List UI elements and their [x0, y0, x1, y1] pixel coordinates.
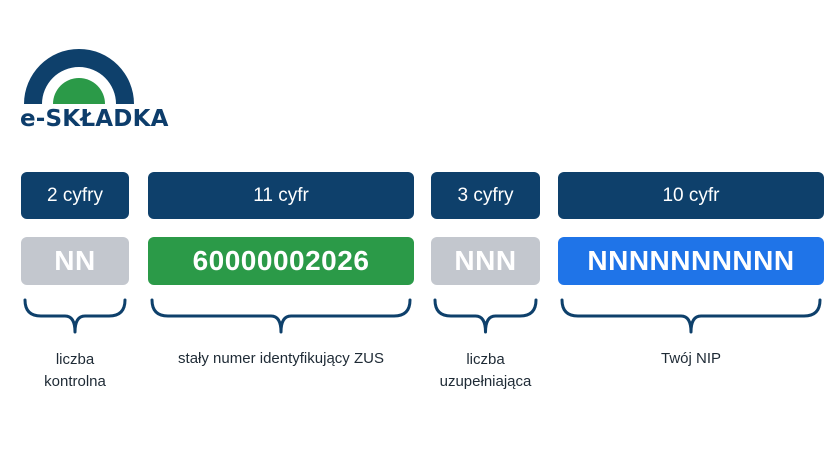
segment-3-description: liczba uzupełniająca — [439, 351, 532, 390]
segment-2-header: 11 cyfr — [148, 172, 414, 219]
segment-1-brace-icon — [23, 298, 127, 334]
segment-3-value: NNN — [431, 237, 540, 285]
logo-arch-icon — [24, 49, 134, 104]
segment-4-header: 10 cyfr — [558, 172, 824, 219]
segment-4-description: Twój NIP — [660, 350, 721, 367]
segment-3-header: 3 cyfry — [431, 172, 540, 219]
segment-1-header: 2 cyfry — [21, 172, 129, 219]
e-skladka-logo: e-SKŁADKA — [20, 42, 168, 138]
logo-wordmark: e-SKŁADKA — [20, 106, 169, 132]
segment-3-brace-icon — [433, 298, 538, 334]
segment-4-brace-icon — [560, 298, 822, 334]
segment-1-description: liczba kontrolna — [44, 351, 106, 390]
segment-2-brace-icon — [150, 298, 412, 334]
segment-1-value: NN — [21, 237, 129, 285]
segment-2-description: stały numer identyfikujący ZUS — [178, 350, 384, 367]
segment-2-value: 60000002026 — [148, 237, 414, 285]
segment-4-value: NNNNNNNNNN — [558, 237, 824, 285]
